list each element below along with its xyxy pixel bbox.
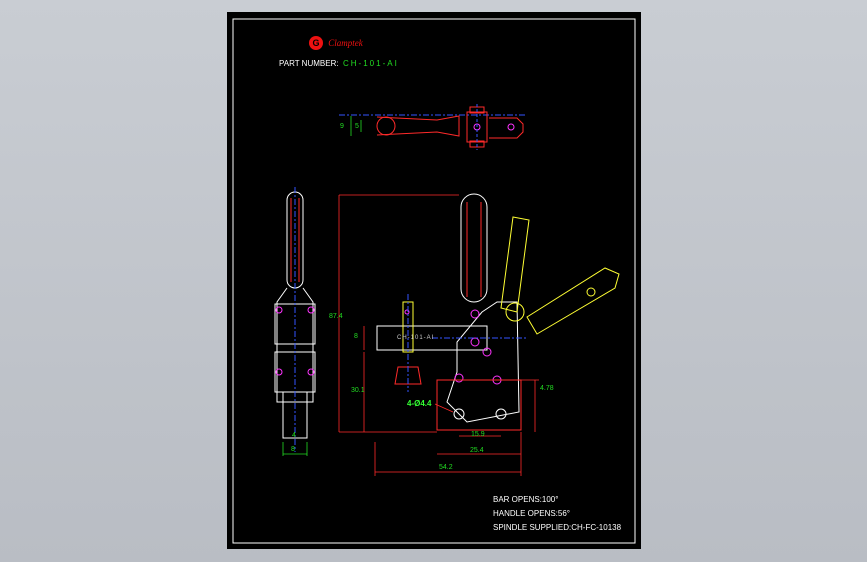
drawing-sheet: G Clamptek PART NUMBER: CH-101-AI 9 5 87… (227, 12, 641, 549)
dim-side-4: 4 (292, 432, 296, 439)
dim-height-87: 87.4 (329, 313, 343, 320)
brand-name: Clamptek (328, 38, 363, 48)
dim-top-5: 5 (355, 123, 359, 130)
spec-handle-opens: HANDLE OPENS:56° (493, 509, 571, 518)
dim-4-78: 4.78 (540, 385, 554, 392)
part-number-label: PART NUMBER: (279, 59, 339, 68)
top-view (339, 104, 527, 150)
side-view-dims (282, 442, 308, 456)
front-view (376, 193, 620, 431)
bar-engraving: CH-101-AI (397, 335, 435, 341)
brand-logo: G Clamptek (309, 36, 363, 50)
dim-8: 8 (354, 333, 358, 340)
brand-mark-icon: G (309, 36, 323, 50)
top-view-dims (350, 116, 362, 136)
dim-side-8: 8 (291, 446, 295, 453)
front-view-dims (338, 194, 539, 476)
dim-15-9: 15.9 (471, 431, 485, 438)
dim-25-4: 25.4 (470, 447, 484, 454)
cad-drawing (232, 18, 636, 544)
spec-bar-opens: BAR OPENS:100° (493, 495, 559, 504)
dim-top-9: 9 (340, 123, 344, 130)
side-view (274, 187, 316, 452)
dim-54-2: 54.2 (439, 464, 453, 471)
frame-border (232, 18, 636, 544)
part-number-value: CH-101-AI (343, 59, 399, 68)
dim-30: 30.1 (351, 387, 365, 394)
dim-hole-callout: 4-Ø4.4 (407, 399, 432, 408)
spec-spindle: SPINDLE SUPPLIED:CH-FC-10138 (493, 523, 622, 532)
